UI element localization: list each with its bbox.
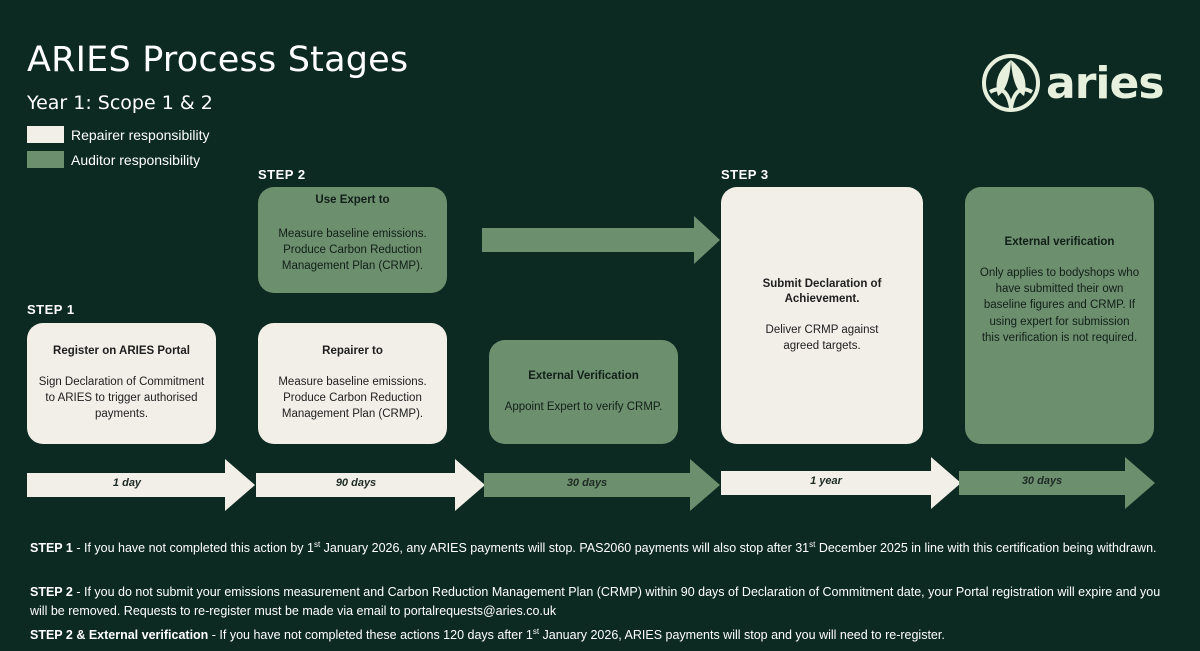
submit-declaration-title: Submit Declaration of Achievement.: [762, 277, 882, 306]
note-step2-external: STEP 2 & External verification - If you …: [30, 626, 1170, 645]
step1-label: STEP 1: [27, 302, 75, 317]
note-step2-external-sup: st: [532, 626, 540, 636]
page-subtitle: Year 1: Scope 1 & 2: [27, 92, 213, 114]
timeline-arrow-5: [959, 457, 1155, 509]
external-verification-2-body: Only applies to bodyshops who have submi…: [979, 266, 1140, 344]
repairer-body: Measure baseline emissions. Produce Carb…: [278, 375, 427, 421]
note-step1-sup1: st: [313, 539, 321, 549]
timeline-arrow-3: [484, 459, 720, 511]
timeline-arrow-4: [721, 457, 961, 509]
timeline-arrow-2: [256, 459, 485, 511]
external-verification-1-title: External Verification: [528, 370, 639, 383]
note-step1-sup2: st: [809, 539, 816, 549]
step2-to-step3-arrow: [482, 216, 720, 264]
step3-label: STEP 3: [721, 167, 769, 182]
submit-declaration-body: Deliver CRMP against agreed targets.: [765, 323, 879, 353]
timeline-label-1: 1 day: [112, 477, 142, 489]
note-step1-lead: STEP 1: [30, 541, 73, 555]
step2-label: STEP 2: [258, 167, 306, 182]
legend-label-repairer: Repairer responsibility: [71, 126, 210, 143]
logo-text: aries: [1046, 57, 1165, 109]
repairer-box: Repairer to Measure baseline emissions. …: [258, 323, 447, 444]
timeline-label-3: 30 days: [566, 477, 608, 489]
legend-item-auditor: Auditor responsibility: [27, 151, 200, 168]
legend-swatch-repairer: [27, 126, 64, 143]
timeline-label-5: 30 days: [1021, 475, 1063, 487]
note-step2-text: - If you do not submit your emissions me…: [30, 585, 1161, 618]
use-expert-box: Use Expert to Measure baseline emissions…: [258, 187, 447, 293]
aries-logo: aries: [980, 52, 1165, 114]
register-portal-title: Register on ARIES Portal: [53, 345, 190, 358]
note-step2-external-text-a: - If you have not completed these action…: [208, 628, 533, 642]
legend-label-auditor: Auditor responsibility: [71, 151, 201, 168]
note-step2-lead: STEP 2: [30, 585, 73, 599]
external-verification-box-2: External verification Only applies to bo…: [965, 187, 1154, 444]
note-step2: STEP 2 - If you do not submit your emiss…: [30, 583, 1170, 621]
external-verification-2-title: External verification: [1004, 236, 1115, 248]
note-step1: STEP 1 - If you have not completed this …: [30, 539, 1170, 558]
legend-item-repairer: Repairer responsibility: [27, 126, 210, 143]
external-verification-box-1: External Verification Appoint Expert to …: [489, 340, 678, 444]
timeline: [27, 457, 1155, 511]
use-expert-body: Measure baseline emissions. Produce Carb…: [278, 227, 427, 273]
note-step1-text-b: January 2026, any ARIES payments will st…: [320, 541, 810, 555]
note-step1-text-c: December 2025 in line with this certific…: [815, 541, 1157, 555]
legend-swatch-auditor: [27, 151, 64, 168]
timeline-arrow-1: [27, 459, 255, 511]
register-portal-body: Sign Declaration of Commitment to ARIES …: [38, 375, 205, 421]
timeline-label-2: 90 days: [335, 477, 377, 489]
page-title: ARIES Process Stages: [27, 40, 409, 80]
register-portal-box: Register on ARIES Portal Sign Declaratio…: [27, 323, 216, 444]
repairer-title: Repairer to: [322, 345, 383, 358]
note-step1-text-a: - If you have not completed this action …: [72, 541, 314, 555]
timeline-label-4: 1 year: [810, 475, 842, 487]
note-step2-external-text-b: January 2026, ARIES payments will stop a…: [539, 628, 945, 642]
note-step2-external-lead: STEP 2 & External verification: [30, 628, 209, 642]
use-expert-title: Use Expert to: [315, 194, 390, 206]
leaf-globe-icon: [982, 54, 1040, 112]
submit-declaration-box: Submit Declaration of Achievement. Deliv…: [721, 187, 923, 444]
external-verification-1-body: Appoint Expert to verify CRMP.: [504, 400, 663, 413]
